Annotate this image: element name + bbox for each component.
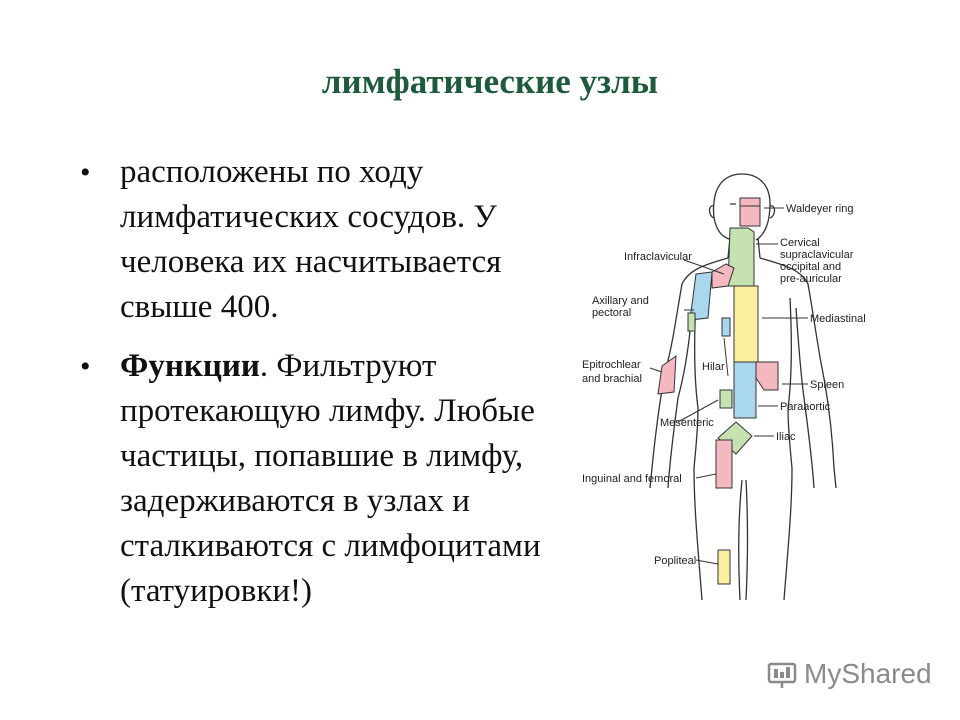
label-mediastinal: Mediastinal: [810, 313, 866, 325]
label-inguinal: Inguinal and femoral: [582, 473, 682, 485]
popliteal-region: [717, 549, 731, 585]
label-epitrochlear: Epitrochlear: [582, 359, 641, 371]
bullet-dot: •: [80, 156, 91, 189]
label-iliac: Iliac: [776, 431, 796, 443]
mesenteric-region: [719, 389, 733, 409]
label-cervical-3: occipital and: [780, 261, 841, 273]
waldeyer-ring-region: [739, 197, 761, 227]
epitrochlear-region: [657, 354, 677, 395]
body-figure: Waldeyer ring Cervical supraclavicular o…: [582, 173, 866, 601]
label-axillary: Axillary and: [592, 295, 649, 307]
label-cervical-4: pre-auricular: [780, 273, 842, 285]
cervical-region: [727, 227, 755, 287]
bullet-bold-heading: Функции: [120, 348, 260, 384]
bullet-list: • расположены по ходу лимфатических сосу…: [80, 150, 600, 628]
axillary-region: [689, 271, 713, 321]
pectoral-region: [687, 312, 696, 332]
body-outline: [649, 173, 837, 601]
infraclavicular-region: [711, 263, 735, 289]
hilar-left-region: [721, 317, 731, 337]
lymph-node-diagram: Waldeyer ring Cervical supraclavicular o…: [578, 168, 898, 608]
label-mesenteric: Mesenteric: [660, 417, 714, 429]
label-cervical: Cervical: [780, 237, 820, 249]
bullet-item-functions: • Функции. Фильтруют протекающую лимфу. …: [80, 344, 600, 614]
bullet-text: . Фильтруют протекающую лимфу. Любые час…: [120, 348, 541, 609]
inguinal-region: [715, 439, 733, 489]
mediastinal-region: [733, 285, 759, 363]
label-spleen: Spleen: [810, 379, 844, 391]
presentation-icon: [767, 662, 797, 688]
label-epitrochlear-2: and brachial: [582, 373, 642, 385]
label-popliteal: Popliteal: [654, 555, 696, 567]
bullet-dot: •: [80, 350, 91, 383]
iliac-region: [717, 421, 753, 455]
bullet-text: расположены по ходу лимфатических сосудо…: [120, 154, 502, 325]
watermark: MyShared: [766, 656, 932, 692]
watermark-text: MyShared: [804, 658, 932, 689]
label-hilar: Hilar: [702, 361, 725, 373]
label-cervical-2: supraclavicular: [780, 249, 854, 261]
label-infraclavicular: Infraclavicular: [624, 251, 692, 263]
paraaortic-region: [733, 361, 757, 419]
spleen-region: [755, 361, 779, 391]
label-paraaortic: Paraaortic: [780, 401, 831, 413]
label-waldeyer-ring: Waldeyer ring: [786, 203, 853, 215]
label-axillary-2: pectoral: [592, 307, 631, 319]
leader-lines: [649, 207, 808, 565]
bullet-item-location: • расположены по ходу лимфатических сосу…: [80, 150, 600, 330]
slide-title: лимфатические узлы: [321, 62, 659, 101]
